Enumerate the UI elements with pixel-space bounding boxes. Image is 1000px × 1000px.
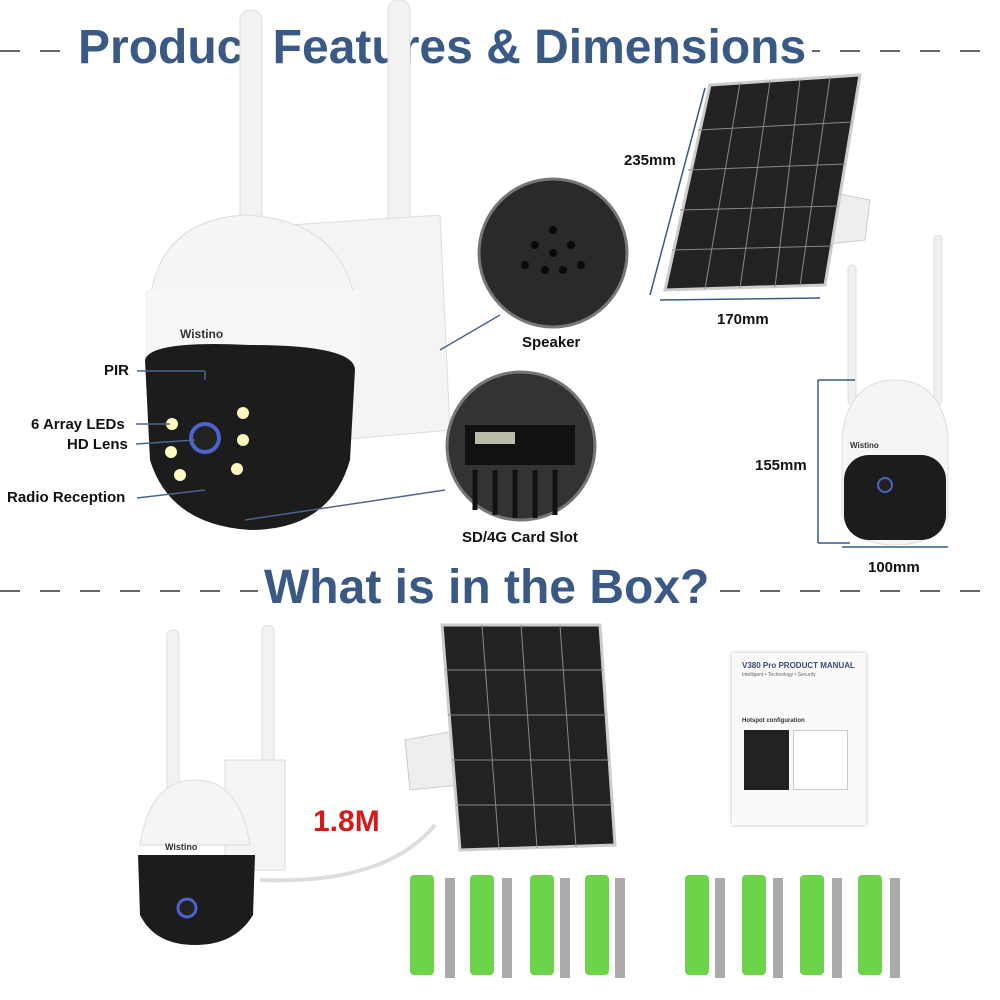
label-speaker: Speaker	[522, 334, 581, 351]
solar-panel-dimension-image	[649, 73, 871, 301]
speaker-detail-image	[477, 177, 629, 329]
label-panel-width: 170mm	[717, 311, 769, 328]
camera-dimension-image: Wistino	[817, 235, 949, 548]
manual-heading: Hotspot configuration	[742, 718, 805, 724]
label-lens: HD Lens	[67, 436, 128, 453]
section-title-box: What is in the Box?	[258, 560, 716, 615]
anchors-screws-right	[685, 875, 900, 978]
svg-text:Wistino: Wistino	[165, 842, 198, 852]
anchors-screws-left	[410, 875, 625, 978]
svg-text:Wistino: Wistino	[850, 441, 879, 450]
box-camera-image: Wistino	[138, 625, 437, 945]
manual-title: V380 Pro PRODUCT MANUAL	[742, 661, 855, 670]
camera-main-image: Wistino	[145, 0, 451, 530]
label-panel-height: 235mm	[624, 152, 676, 169]
label-radio: Radio Reception	[7, 489, 126, 506]
callout-lines	[135, 314, 501, 521]
label-camera-height: 155mm	[755, 457, 807, 474]
label-camera-width: 100mm	[868, 559, 920, 576]
manual-subtitle: Intelligent • Technology • Security	[742, 672, 816, 678]
card-slot-detail-image	[445, 370, 597, 522]
label-card-slot: SD/4G Card Slot	[462, 529, 578, 546]
product-manual: V380 Pro PRODUCT MANUAL Intelligent • Te…	[732, 653, 866, 825]
label-leds: 6 Array LEDs	[31, 416, 125, 433]
manual-phone-image-2	[793, 730, 848, 790]
label-pir: PIR	[104, 362, 130, 379]
section-title-features: Product Features & Dimensions	[72, 20, 813, 75]
cable-length-label: 1.8M	[313, 805, 380, 838]
box-solar-panel-image	[404, 623, 617, 852]
manual-phone-image	[744, 730, 789, 790]
svg-text:Wistino: Wistino	[180, 327, 223, 341]
